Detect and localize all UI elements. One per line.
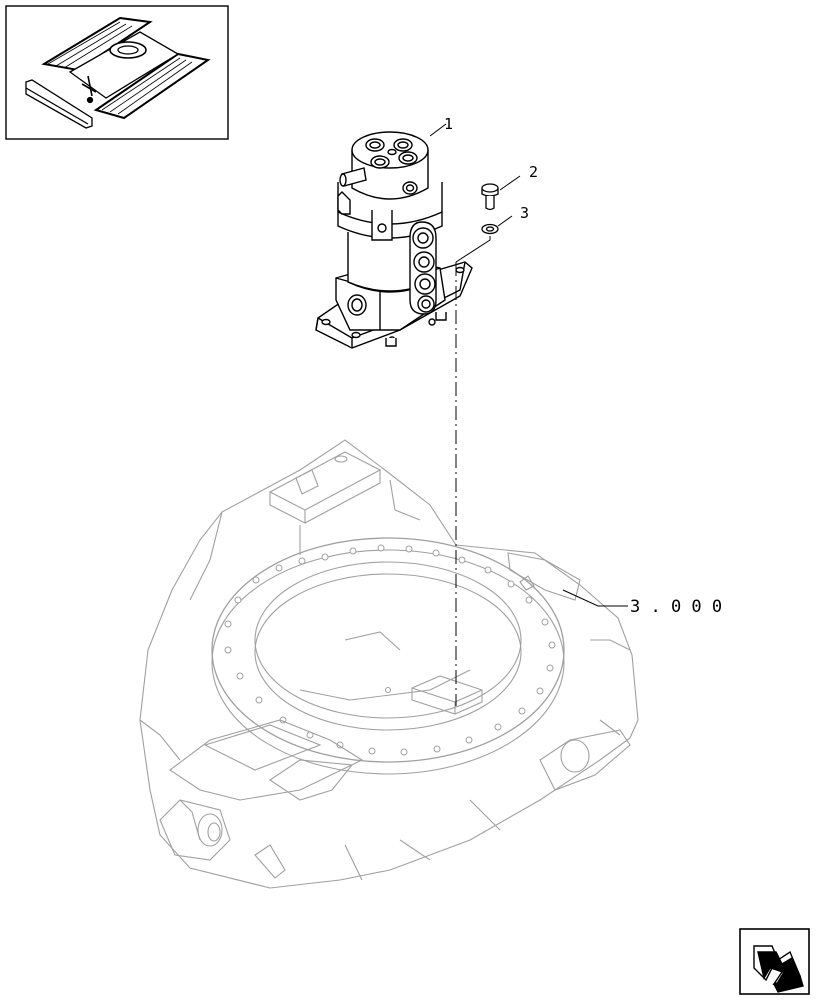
next-page-arrow-icon[interactable]: [739, 928, 810, 995]
washer-part[interactable]: [481, 223, 499, 235]
leader-lines: [429, 123, 628, 706]
frame-reference-label: 3 . 0 0 0: [630, 597, 722, 617]
thumbnail-frame[interactable]: [5, 5, 229, 140]
callout-1: 1: [444, 115, 453, 133]
excavator-undercarriage-thumbnail-icon: [25, 16, 211, 129]
swivel-joint-part[interactable]: [315, 131, 473, 349]
bolt-part[interactable]: [481, 183, 499, 211]
callout-3: 3: [520, 204, 529, 222]
callout-2: 2: [529, 163, 538, 181]
swing-frame-ghost: [139, 439, 639, 889]
